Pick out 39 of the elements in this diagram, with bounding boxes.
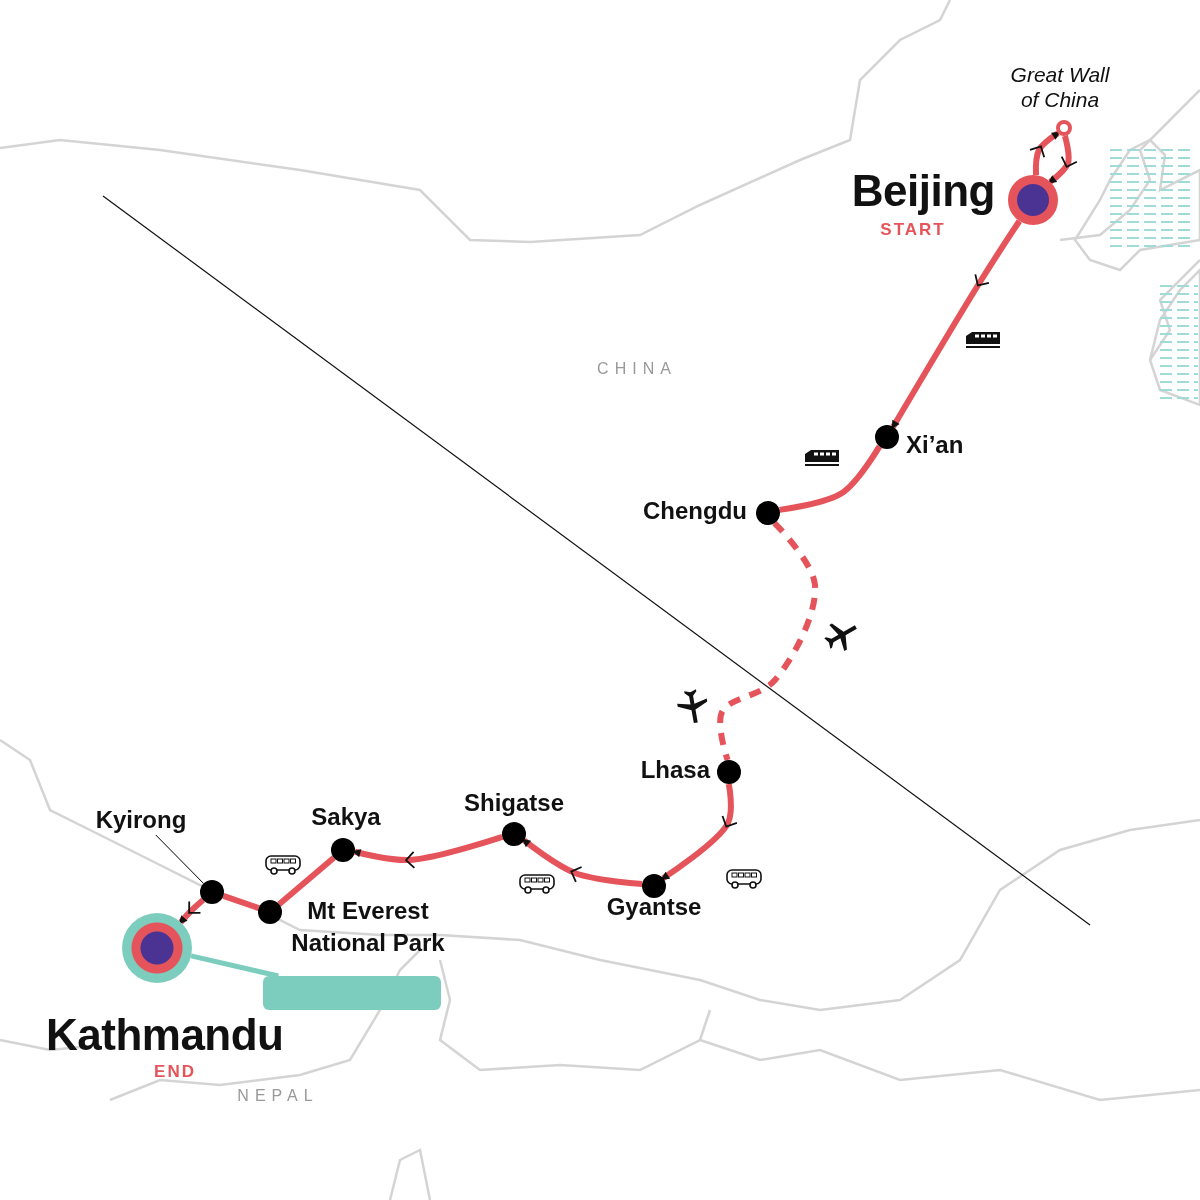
route-line [354,834,504,869]
route-line [1048,135,1078,185]
stop-dot [756,501,780,525]
landmark-label: Great Wall of China [1009,62,1111,113]
start-marker [1008,175,1058,225]
route-line [661,783,738,881]
place-label: Lhasa [640,756,710,784]
badge-shape [263,976,441,1010]
stop-dot [331,838,355,862]
place-label: Mt Everest National Park [290,896,446,958]
route-line [1029,130,1060,176]
stop-dot [642,874,666,898]
route-line [717,520,819,761]
place-label: Chengdu [643,497,747,525]
route-line [277,855,336,907]
route-line [190,953,279,979]
place-label: Sakya [311,803,381,831]
stop-dot [502,822,526,846]
status-label: START [880,220,946,240]
status-label: END [154,1062,196,1082]
place-label: Xi’an [906,431,964,459]
country-label: NEPAL [237,1087,319,1106]
city-label: Beijing [851,166,995,217]
place-label: Shigatse [464,789,564,817]
city-label: Kathmandu [46,1010,284,1061]
stop-dot [875,425,899,449]
waypoint-marker [1056,120,1072,136]
route-line [222,893,260,911]
stop-dot [200,880,224,904]
route-line [890,219,1022,429]
route-line [779,444,883,513]
stop-dot [258,900,282,924]
country-label: CHINA [597,360,677,379]
place-label: Kyirong [91,805,191,835]
route-line [522,838,643,888]
stop-dot [717,760,741,784]
route-line [178,897,206,925]
leader-line [155,834,205,884]
place-label: Gyantse [606,893,702,921]
